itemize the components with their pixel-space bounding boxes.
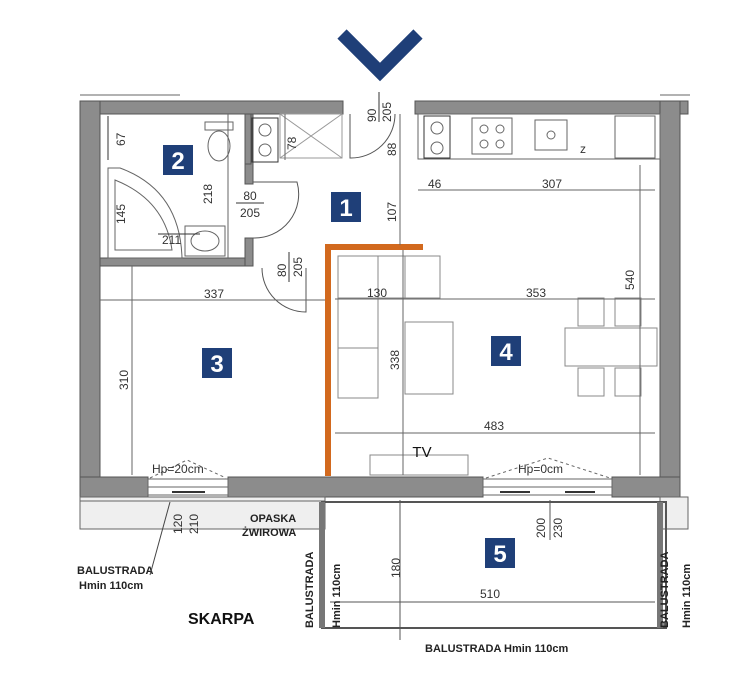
dim-88: 88 bbox=[385, 142, 399, 156]
tv-unit bbox=[369, 454, 469, 476]
entrance-door-swing bbox=[349, 113, 396, 159]
coffee-table bbox=[404, 321, 454, 395]
dim-67: 67 bbox=[114, 132, 128, 146]
dim-218: 218 bbox=[201, 184, 215, 204]
bathroom-door-swing bbox=[252, 181, 300, 239]
gravel-label-2: ŻWIROWA bbox=[242, 526, 296, 539]
balustrade-vert-l1: BALUSTRADA bbox=[304, 552, 316, 628]
bathroom-door-height: 205 bbox=[240, 206, 260, 220]
balustrade-vert-r1: BALUSTRADA bbox=[659, 552, 671, 628]
stove bbox=[471, 117, 513, 155]
room-label-2: 2 bbox=[171, 148, 184, 175]
dim-130: 130 bbox=[367, 286, 387, 300]
room-marker-3 bbox=[202, 348, 232, 378]
bedroom-door-swing bbox=[261, 267, 307, 313]
dim-230: 230 bbox=[551, 518, 565, 538]
skarpa-label: SKARPA bbox=[188, 611, 255, 628]
toilet-tank bbox=[204, 121, 234, 131]
balustrade-vert-l2: Hmin 110cm bbox=[331, 564, 343, 628]
dim-337: 337 bbox=[204, 287, 224, 301]
bathroom-sink bbox=[184, 225, 226, 257]
dim-145: 145 bbox=[114, 204, 128, 224]
room-marker-5 bbox=[485, 538, 515, 568]
dim-200: 200 bbox=[534, 518, 548, 538]
dim-78: 78 bbox=[285, 136, 299, 150]
dim-510: 510 bbox=[480, 587, 500, 601]
fridge bbox=[614, 115, 656, 159]
dim-307: 307 bbox=[542, 177, 562, 191]
balustrade-leader bbox=[149, 501, 171, 576]
bedroom-door-width: 80 bbox=[275, 263, 289, 277]
hp-living-label: Hp=0cm bbox=[518, 462, 563, 476]
room-label-5: 5 bbox=[493, 541, 506, 568]
kitchen-fixtures bbox=[417, 113, 661, 160]
dim-210: 210 bbox=[187, 514, 201, 534]
dining-table bbox=[564, 327, 658, 367]
entrance-chevron-icon bbox=[337, 29, 423, 82]
bath-shaft bbox=[279, 113, 343, 159]
entrance-door-width: 90 bbox=[365, 108, 379, 122]
room-markers: 1 2 3 4 5 bbox=[163, 145, 521, 568]
bedroom-door-height: 205 bbox=[291, 257, 305, 277]
toilet-bowl bbox=[207, 130, 231, 162]
room-marker-4 bbox=[491, 336, 521, 366]
dim-338: 338 bbox=[388, 350, 402, 370]
boiler bbox=[251, 117, 279, 163]
dimension-texts: 67 218 145 211 78 88 107 46 307 540 130 … bbox=[114, 132, 637, 433]
bathroom-fixtures bbox=[107, 116, 279, 259]
balustrade-bottom: BALUSTRADA Hmin 110cm bbox=[425, 643, 568, 655]
dim-310: 310 bbox=[117, 370, 131, 390]
corner-sofa bbox=[337, 255, 441, 399]
kitchen-sink bbox=[534, 119, 568, 151]
stove-z-label: z bbox=[580, 142, 586, 156]
dim-120: 120 bbox=[171, 514, 185, 534]
dim-483: 483 bbox=[484, 419, 504, 433]
living-furniture bbox=[337, 255, 658, 476]
orange-partition bbox=[325, 244, 423, 476]
door-swings bbox=[252, 113, 396, 313]
kitchen-boiler bbox=[423, 115, 451, 159]
balustrade-vert-r2: Hmin 110cm bbox=[681, 564, 693, 628]
walls bbox=[79, 100, 689, 498]
room-label-3: 3 bbox=[210, 351, 223, 378]
dim-353: 353 bbox=[526, 286, 546, 300]
windows bbox=[147, 457, 613, 496]
dimension-lines bbox=[100, 114, 655, 475]
kitchen-counter bbox=[417, 113, 661, 160]
dim-46: 46 bbox=[428, 177, 442, 191]
hp-bedroom-label: Hp=20cm bbox=[152, 462, 204, 476]
dim-107: 107 bbox=[385, 202, 399, 222]
dim-180: 180 bbox=[389, 558, 403, 578]
tv-label: TV bbox=[412, 444, 431, 461]
room-marker-1 bbox=[331, 192, 361, 222]
balustrade-left-2: Hmin 110cm bbox=[79, 580, 143, 592]
room-marker-2 bbox=[163, 145, 193, 175]
door-dims: 90 205 80 205 80 205 bbox=[236, 92, 394, 282]
bathtub bbox=[107, 167, 183, 259]
gravel-strip bbox=[79, 496, 689, 530]
dim-211: 211 bbox=[162, 233, 181, 247]
entrance-door-height: 205 bbox=[380, 102, 394, 122]
balustrade-left-1: BALUSTRADA bbox=[77, 565, 153, 577]
terrace bbox=[319, 500, 667, 640]
bathroom-door-width: 80 bbox=[243, 189, 257, 203]
dim-540: 540 bbox=[623, 270, 637, 290]
room-label-1: 1 bbox=[339, 195, 352, 222]
room-label-4: 4 bbox=[499, 339, 513, 366]
gravel-label-1: OPASKA bbox=[250, 513, 296, 525]
